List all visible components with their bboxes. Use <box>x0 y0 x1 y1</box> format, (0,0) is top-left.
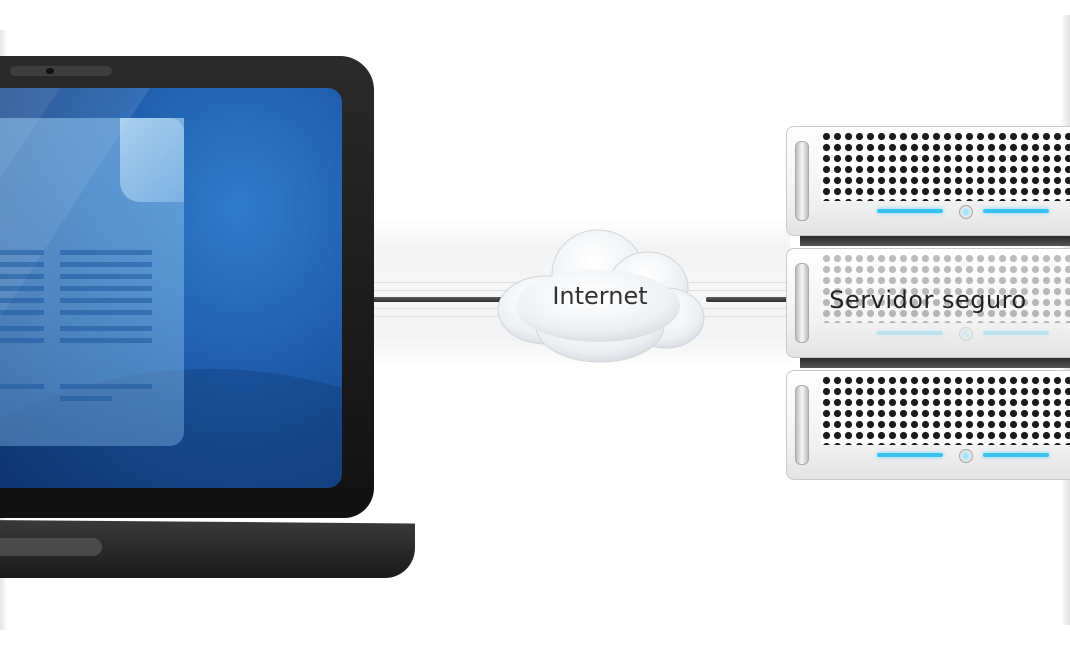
server-grille <box>821 131 1070 201</box>
server-label: Servidor seguro <box>829 286 1027 314</box>
document-line <box>60 310 152 315</box>
server-unit-middle <box>786 248 1070 358</box>
power-button-icon <box>959 449 973 463</box>
led-strip <box>877 209 943 213</box>
document-line <box>0 298 44 303</box>
rack-gap <box>800 356 1070 368</box>
document-line <box>0 286 44 291</box>
cable-right <box>706 297 788 302</box>
document-line <box>60 286 152 291</box>
document-line <box>60 298 152 303</box>
document-line <box>0 310 44 315</box>
server-handle <box>795 263 809 343</box>
document-line <box>60 262 152 267</box>
led-strip <box>877 453 943 457</box>
rack-gap <box>800 234 1070 246</box>
document-line <box>60 396 112 401</box>
document-line <box>0 338 44 343</box>
camera-icon <box>46 68 54 74</box>
led-strip <box>877 331 943 335</box>
power-button-icon <box>959 327 973 341</box>
cloud-icon <box>497 229 705 363</box>
document-line <box>0 262 44 267</box>
document-line <box>0 250 44 255</box>
led-strip <box>983 209 1049 213</box>
laptop-trackpad <box>0 538 102 556</box>
document-line <box>60 274 152 279</box>
document-line <box>0 274 44 279</box>
server-grille <box>821 375 1070 445</box>
document-line <box>60 250 152 255</box>
cable-left <box>372 297 502 302</box>
document-line <box>60 338 152 343</box>
server-unit-bottom <box>786 370 1070 480</box>
document-line <box>60 384 152 389</box>
led-strip <box>983 453 1049 457</box>
cloud-label: Internet <box>552 282 648 310</box>
camera-bar <box>10 66 112 76</box>
server-handle <box>795 141 809 221</box>
server-grille <box>821 253 1070 323</box>
led-strip <box>983 331 1049 335</box>
document-line <box>0 326 44 331</box>
server-unit-top <box>786 126 1070 236</box>
document-line <box>60 326 152 331</box>
power-button-icon <box>959 205 973 219</box>
document-fold <box>120 118 184 202</box>
server-handle <box>795 385 809 465</box>
document-line <box>0 384 44 389</box>
